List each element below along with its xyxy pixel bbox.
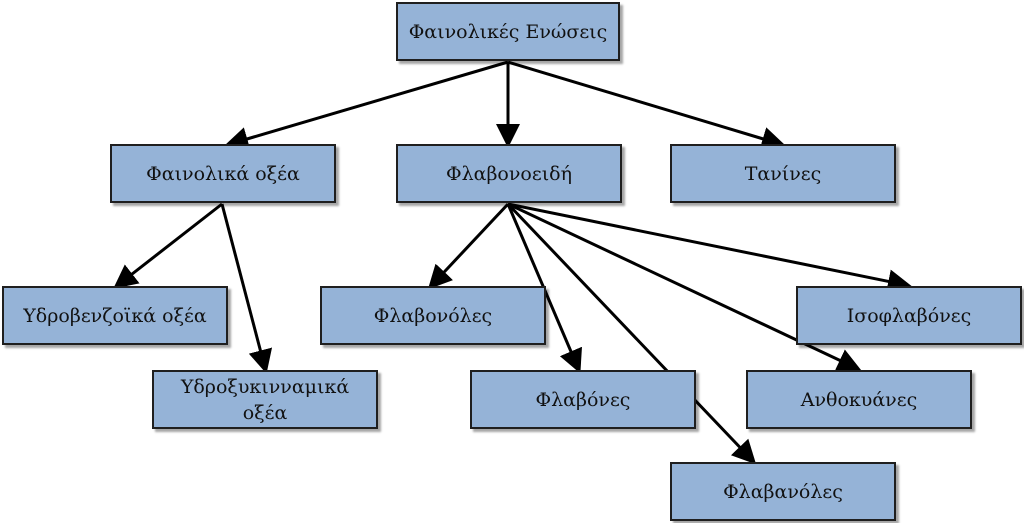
node-hydroxycinnamic-acids: Υδροξυκινναμικά οξέα	[152, 370, 378, 429]
node-flavonols: Φλαβονόλες	[320, 286, 546, 345]
node-flavanols: Φλαβανόλες	[670, 462, 896, 521]
arrow-root-to-acids	[224, 60, 509, 151]
node-phenolic-acids: Φαινολικά οξέα	[110, 144, 336, 203]
arrow-flavonoids-to-flavonols	[427, 202, 510, 290]
node-phenolic-compounds: Φαινολικές Ενώσεις	[396, 2, 620, 61]
arrow-flavonoids-to-isoflavones	[507, 202, 912, 294]
arrow-acids-to-hydroxycinnamic	[220, 203, 273, 374]
node-tannins: Τανίνες	[670, 144, 896, 203]
node-flavones: Φλαβόνες	[470, 370, 696, 429]
node-flavonoids: Φλαβονοειδή	[396, 144, 622, 203]
arrow-root-to-tannins	[507, 60, 786, 151]
arrow-acids-to-hydroxybenzoic	[113, 202, 223, 289]
arrow-flavonoids-to-flavanols	[506, 202, 757, 465]
node-isoflavones: Ισοφλαβόνες	[796, 286, 1022, 345]
node-anthocyanins: Ανθοκυάνες	[746, 370, 972, 429]
node-hydroxybenzoic-acids: Υδροβενζοϊκά οξέα	[2, 286, 228, 345]
